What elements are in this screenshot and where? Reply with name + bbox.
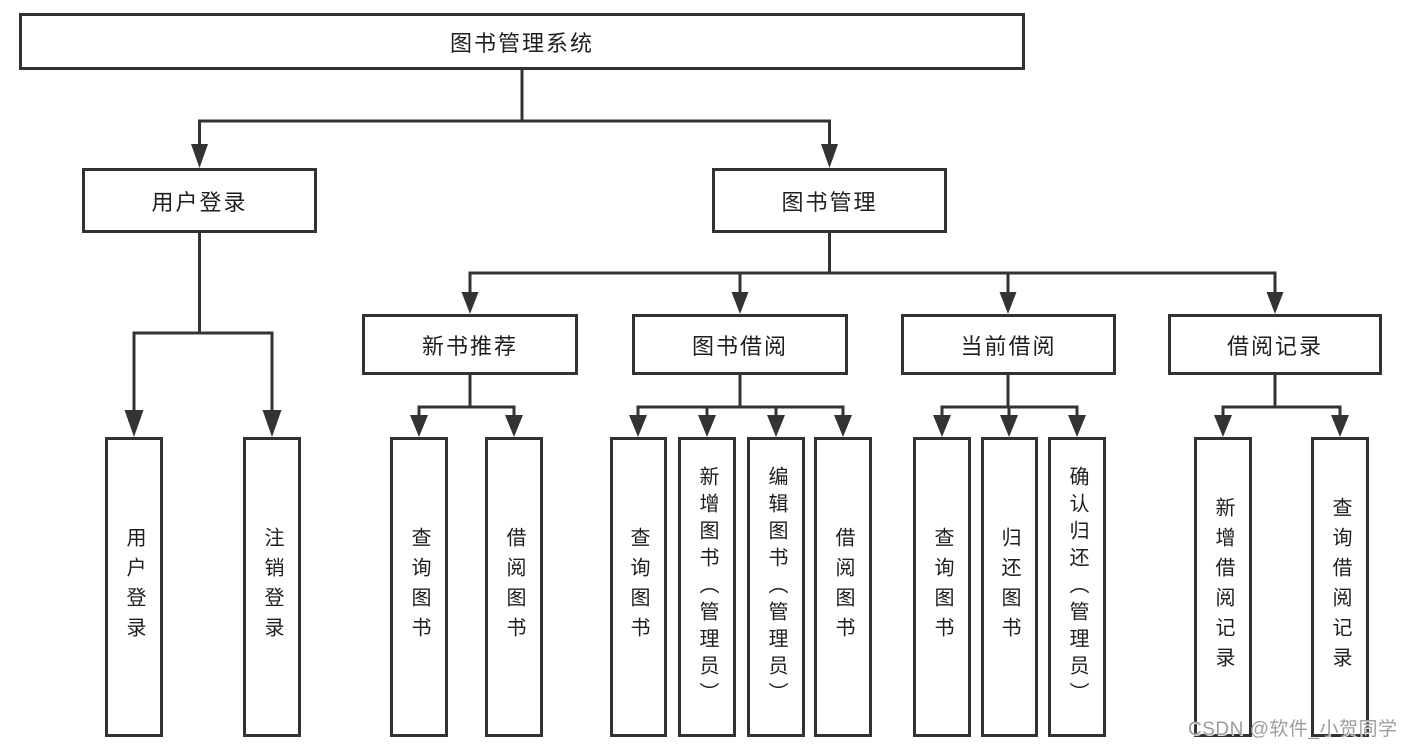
leaf-query-borrow-record: 查询借阅记录 — [1311, 437, 1369, 737]
leaf-query-books-current: 查询图书 — [913, 437, 971, 737]
node-library-system: 图书管理系统 — [19, 13, 1025, 70]
leaf-borrow-books-recommend: 借阅图书 — [485, 437, 543, 737]
leaf-query-books-recommend: 查询图书 — [390, 437, 448, 737]
node-book-borrowing: 图书借阅 — [632, 314, 848, 375]
node-book-management: 图书管理 — [712, 168, 947, 233]
leaf-add-book-admin: 新增图书（管理员） — [678, 437, 736, 737]
leaf-logout: 注销登录 — [243, 437, 301, 737]
node-borrowing-records: 借阅记录 — [1168, 314, 1382, 375]
leaf-borrow-books-borrowing: 借阅图书 — [814, 437, 872, 737]
leaf-query-books-borrowing: 查询图书 — [610, 437, 667, 737]
node-current-borrowing: 当前借阅 — [901, 314, 1116, 375]
watermark: CSDN @软件_小贺同学 — [1188, 719, 1398, 740]
leaf-return-books: 归还图书 — [981, 437, 1038, 737]
leaf-add-borrow-record: 新增借阅记录 — [1194, 437, 1252, 737]
leaf-confirm-return-admin: 确认归还（管理员） — [1048, 437, 1106, 737]
node-user-login: 用户登录 — [82, 168, 317, 233]
leaf-edit-book-admin: 编辑图书（管理员） — [747, 437, 805, 737]
node-new-book-recommend: 新书推荐 — [362, 314, 578, 375]
leaf-user-login: 用户登录 — [105, 437, 163, 737]
